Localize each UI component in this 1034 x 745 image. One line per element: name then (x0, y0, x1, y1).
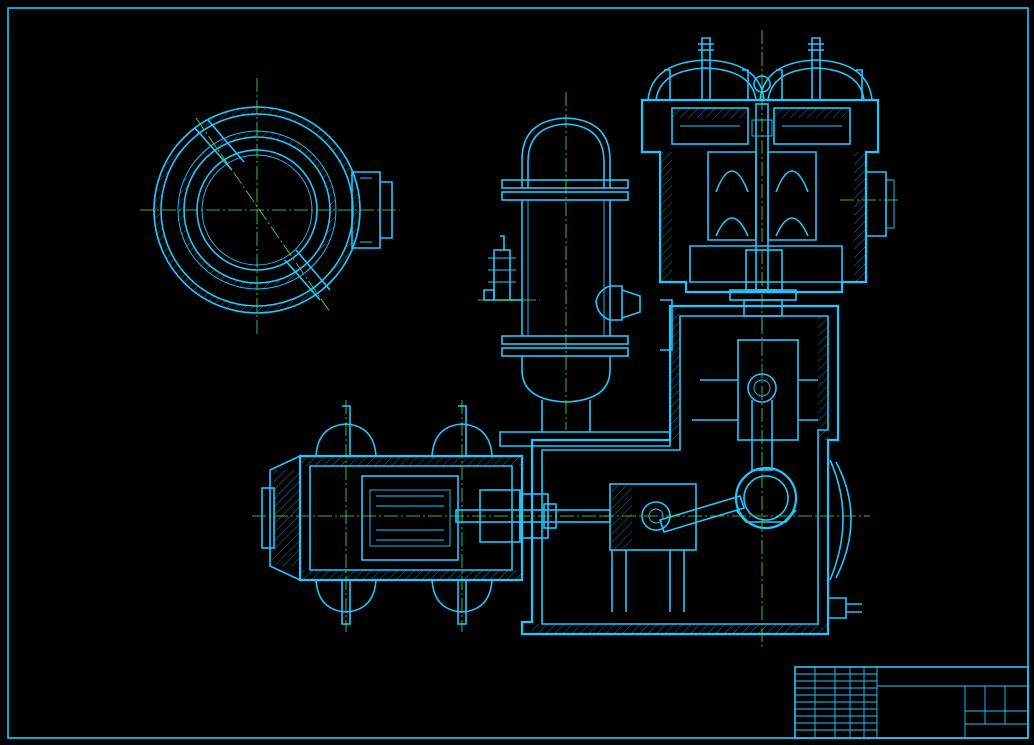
ring-section-view (140, 78, 400, 336)
vertical-tank-view (478, 92, 641, 432)
cylinder-head-assembly (640, 30, 900, 351)
crankcase-frame (520, 304, 870, 650)
drawing-frame (7, 7, 1029, 739)
horizontal-pump-assembly (252, 400, 671, 632)
title-block-grid (795, 667, 877, 738)
title-block (794, 666, 1029, 739)
